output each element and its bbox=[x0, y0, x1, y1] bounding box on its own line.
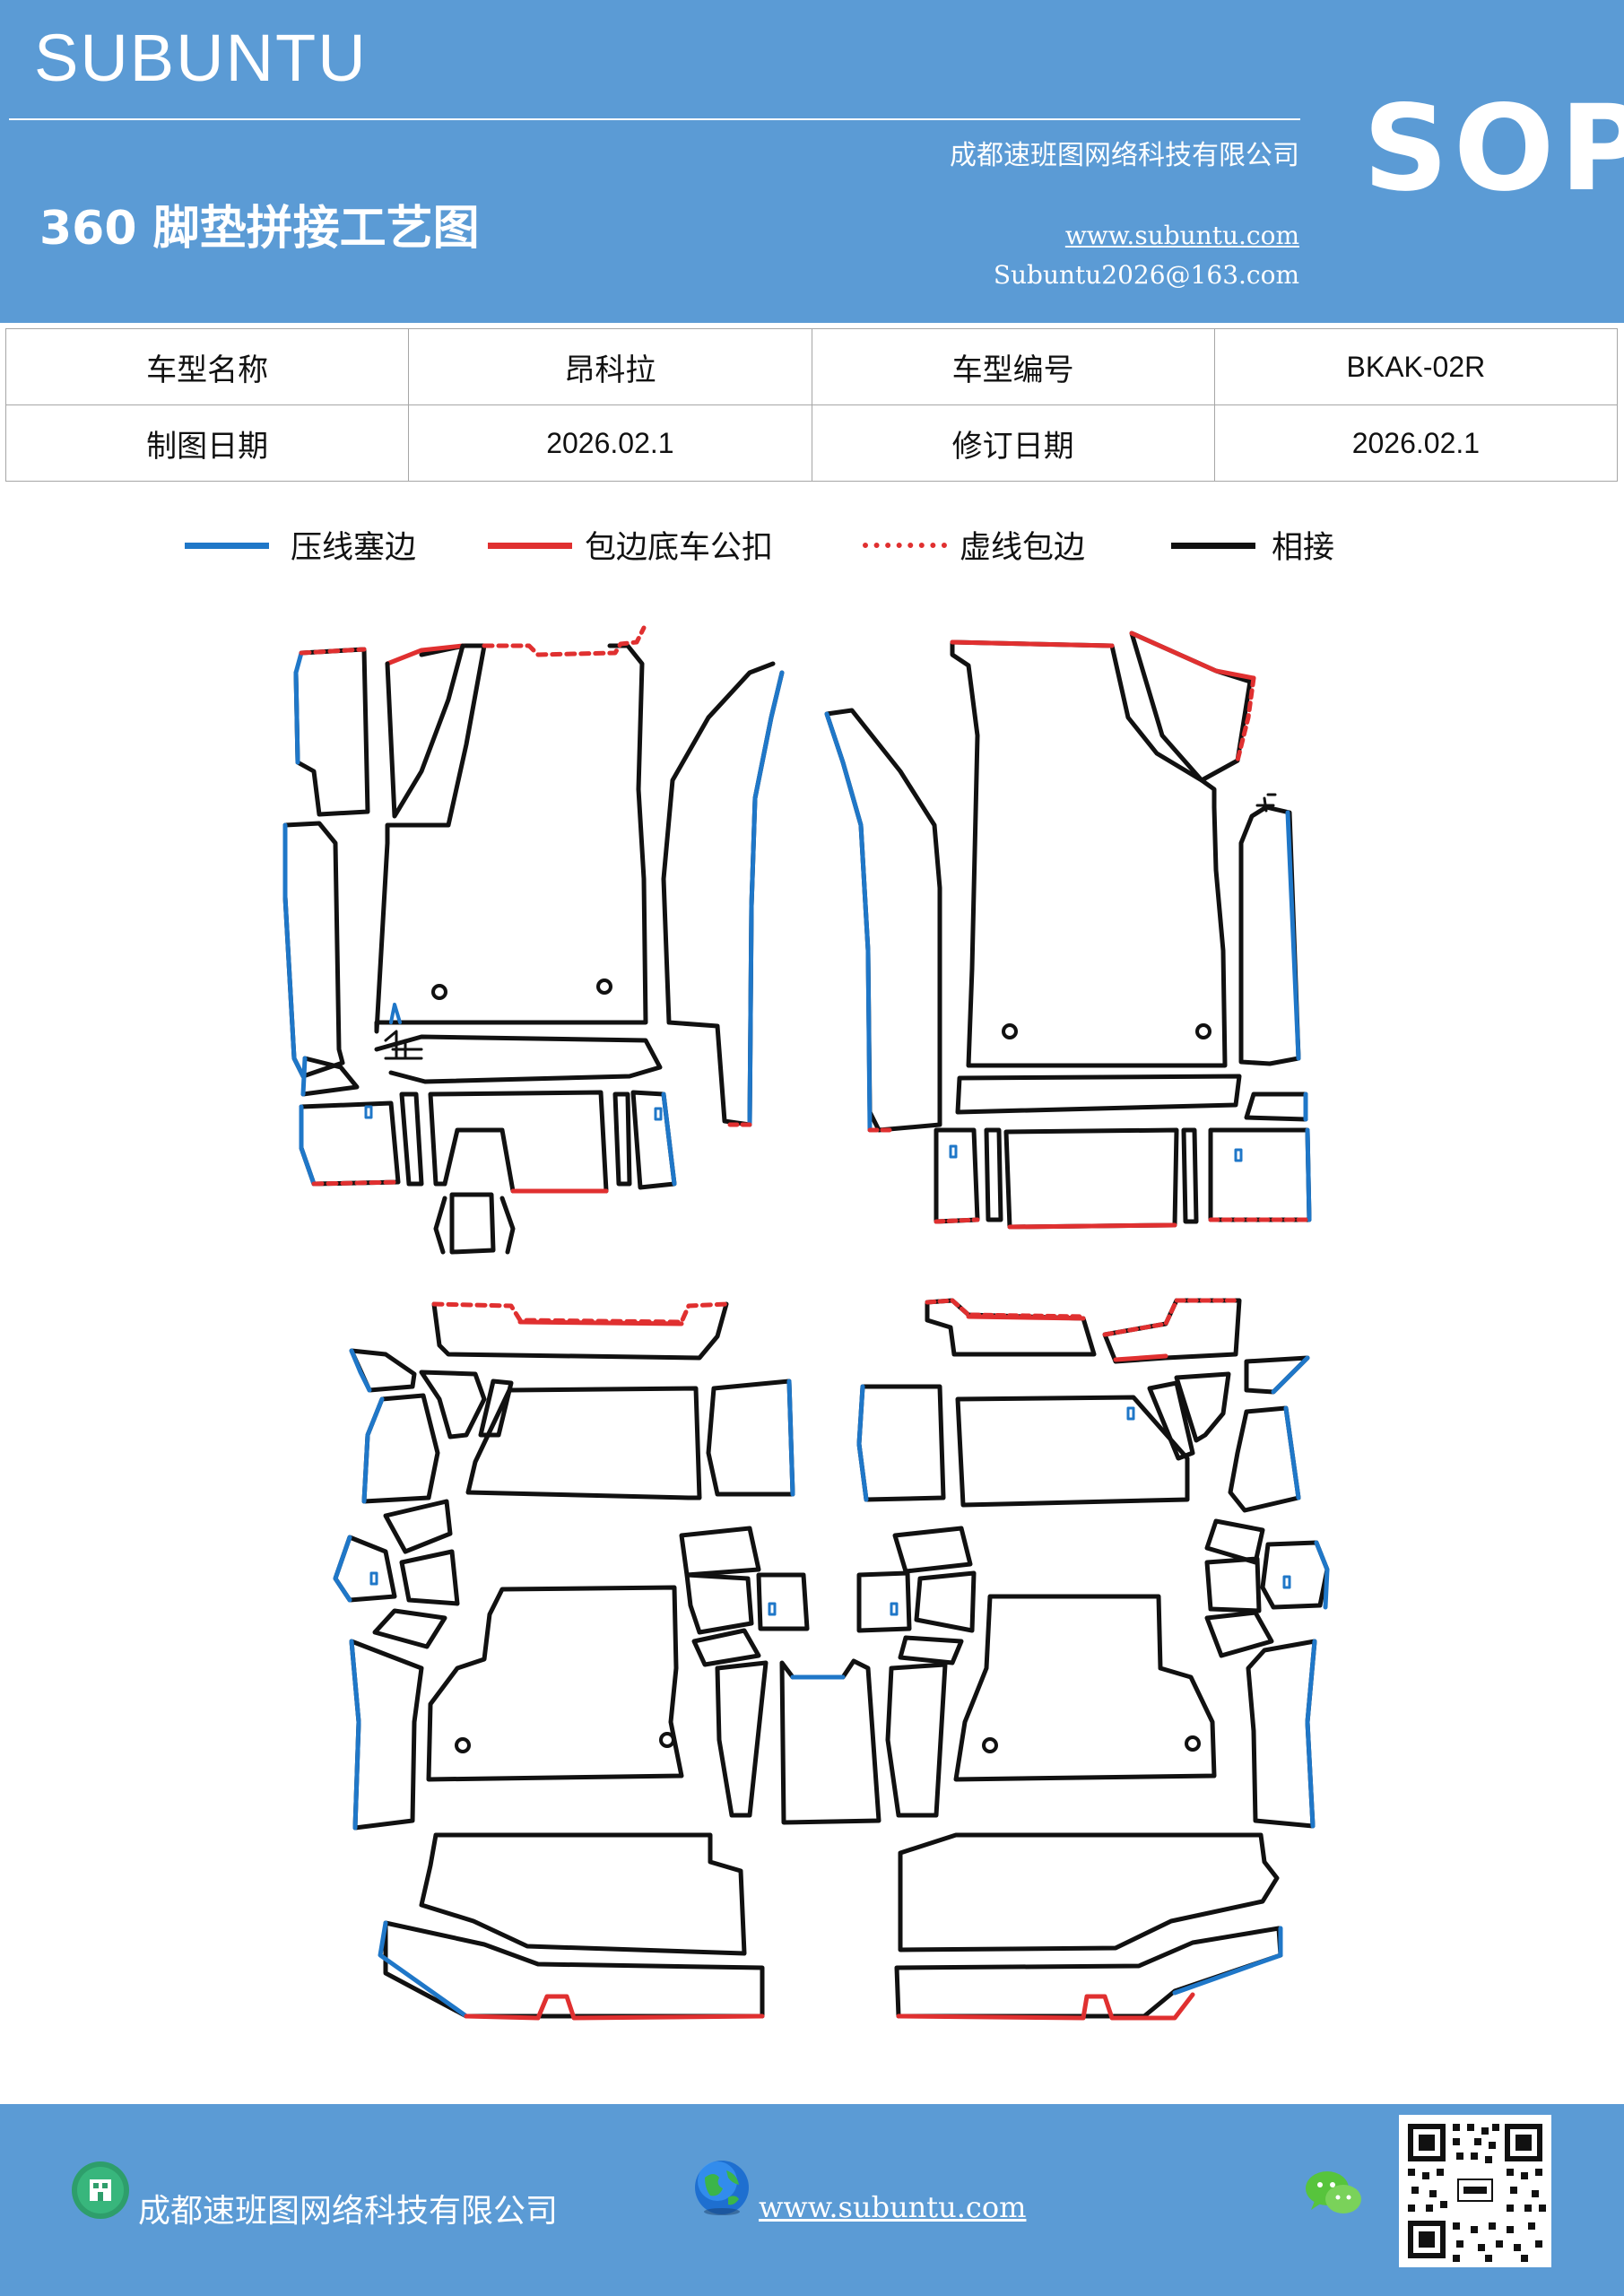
mat-piece bbox=[612, 1091, 632, 1187]
legend-swatch-red-dashed bbox=[863, 543, 947, 548]
mat-piece bbox=[399, 1091, 424, 1187]
mat-piece bbox=[684, 1572, 754, 1635]
building-icon bbox=[72, 2161, 129, 2219]
model-name-label: 车型名称 bbox=[4, 328, 410, 405]
mat-piece bbox=[449, 1192, 496, 1255]
mat-piece bbox=[1181, 1127, 1199, 1224]
footer-website-link[interactable]: www.subuntu.com bbox=[759, 2190, 1027, 2224]
mat-piece bbox=[950, 639, 1228, 1068]
mat-piece bbox=[1260, 1540, 1330, 1610]
table-row: 制图日期 2026.02.1 修订日期 2026.02.1 bbox=[4, 404, 1619, 482]
mat-piece bbox=[426, 1585, 684, 1782]
model-code-value: BKAK-02R bbox=[1213, 328, 1619, 405]
footer-banner: 成都速班图网络科技有限公司 www.subuntu.com bbox=[0, 2104, 1624, 2296]
draw-date-label: 制图日期 bbox=[4, 404, 410, 482]
mat-piece bbox=[399, 1549, 460, 1606]
front-left-mat-group bbox=[282, 625, 785, 1255]
footer-company-name: 成都速班图网络科技有限公司 bbox=[138, 2193, 559, 2230]
mat-piece bbox=[779, 1658, 881, 1825]
header-email: Subuntu2026@163.com bbox=[993, 260, 1299, 290]
legend-swatch-blue bbox=[185, 543, 269, 549]
mat-piece bbox=[383, 1920, 765, 2019]
mat-piece bbox=[885, 1662, 948, 1818]
mat-piece bbox=[679, 1526, 761, 1578]
company-name: 成都速班图网络科技有限公司 bbox=[950, 140, 1299, 171]
mat-piece bbox=[925, 1298, 1097, 1357]
rear-right-mat-group bbox=[779, 1298, 1330, 2021]
legend-swatch-black bbox=[1171, 543, 1255, 549]
mat-piece bbox=[1129, 631, 1253, 783]
mat-piece bbox=[661, 661, 785, 1127]
rear-left-mat-group bbox=[333, 1301, 810, 2021]
mat-piece bbox=[856, 1384, 946, 1502]
mat-piece bbox=[955, 1074, 1242, 1115]
mat-piece bbox=[465, 1386, 702, 1500]
mat-piece bbox=[898, 1832, 1280, 1952]
brand-logo-text: SUBUNTU bbox=[34, 21, 368, 95]
legend-label: 压线塞边 bbox=[291, 530, 417, 566]
mat-piece bbox=[715, 1660, 769, 1818]
mat-piece bbox=[374, 643, 648, 1034]
mat-piece bbox=[349, 1639, 424, 1831]
mat-piece bbox=[898, 1635, 964, 1665]
header-divider bbox=[9, 118, 1300, 120]
legend-label: 相接 bbox=[1272, 530, 1335, 566]
mat-piece bbox=[499, 1196, 516, 1255]
table-row: 车型名称 昂科拉 车型编号 BKAK-02R bbox=[4, 328, 1619, 405]
mat-piece bbox=[385, 643, 465, 819]
mat-piece bbox=[706, 1378, 795, 1497]
mat-piece bbox=[383, 1499, 453, 1554]
revision-date-label: 修订日期 bbox=[811, 404, 1215, 482]
mat-piece bbox=[984, 1127, 1003, 1222]
legend-label: 虚线包边 bbox=[960, 530, 1086, 566]
vehicle-info-table: 车型名称 昂科拉 车型编号 BKAK-02R 制图日期 2026.02.1 修订… bbox=[4, 328, 1619, 482]
header-website-link[interactable]: www.subuntu.com bbox=[1064, 221, 1299, 250]
mat-piece bbox=[1246, 1639, 1317, 1829]
header-banner: SUBUNTU 成都速班图网络科技有限公司 360 脚垫拼接工艺图 www.su… bbox=[0, 0, 1624, 323]
draw-date-value: 2026.02.1 bbox=[408, 404, 812, 482]
mat-piece bbox=[1204, 1610, 1274, 1658]
mat-piece bbox=[428, 1090, 609, 1194]
floor-mat-pattern-diagram bbox=[282, 625, 1330, 2021]
mat-piece bbox=[1208, 1127, 1312, 1222]
model-code-label: 车型编号 bbox=[811, 328, 1215, 405]
mat-piece bbox=[431, 1301, 729, 1361]
wechat-icon bbox=[1306, 2171, 1361, 2213]
front-right-mat-group bbox=[824, 631, 1312, 1230]
legend-label: 包边底车公扣 bbox=[585, 530, 774, 566]
mat-piece bbox=[892, 1526, 973, 1574]
mat-piece bbox=[1003, 1127, 1179, 1230]
globe-icon bbox=[695, 2161, 749, 2215]
qr-code bbox=[1399, 2115, 1551, 2267]
mat-piece bbox=[953, 1594, 1217, 1782]
model-name-value: 昂科拉 bbox=[408, 328, 812, 405]
mat-piece bbox=[372, 1608, 447, 1649]
mat-piece bbox=[691, 1628, 761, 1667]
mat-piece bbox=[955, 1395, 1190, 1508]
mat-piece bbox=[293, 647, 370, 817]
mat-piece bbox=[1204, 1556, 1262, 1613]
mat-piece bbox=[914, 1570, 977, 1633]
mat-piece bbox=[856, 1570, 912, 1633]
mat-piece bbox=[894, 1926, 1283, 2019]
mat-piece bbox=[419, 1370, 487, 1439]
mat-piece bbox=[433, 1196, 447, 1255]
sop-label: SOP bbox=[1363, 80, 1624, 218]
revision-date-value: 2026.02.1 bbox=[1213, 404, 1619, 482]
mat-piece bbox=[756, 1572, 810, 1631]
mat-piece bbox=[1174, 1371, 1231, 1443]
mat-piece bbox=[1147, 1380, 1195, 1461]
mat-piece bbox=[300, 1056, 360, 1097]
document-title: 360 脚垫拼接工艺图 bbox=[39, 202, 480, 256]
mat-piece bbox=[478, 1378, 514, 1438]
mat-piece bbox=[374, 1034, 663, 1084]
edge-legend: 压线塞边 包边底车公扣 虚线包边 相接 bbox=[0, 529, 1624, 574]
mat-piece bbox=[1244, 1091, 1308, 1122]
legend-swatch-red bbox=[488, 543, 572, 549]
mat-piece bbox=[934, 1127, 980, 1224]
mat-piece bbox=[419, 1832, 747, 1956]
mat-piece bbox=[1204, 1518, 1265, 1565]
mat-piece bbox=[299, 1100, 401, 1187]
